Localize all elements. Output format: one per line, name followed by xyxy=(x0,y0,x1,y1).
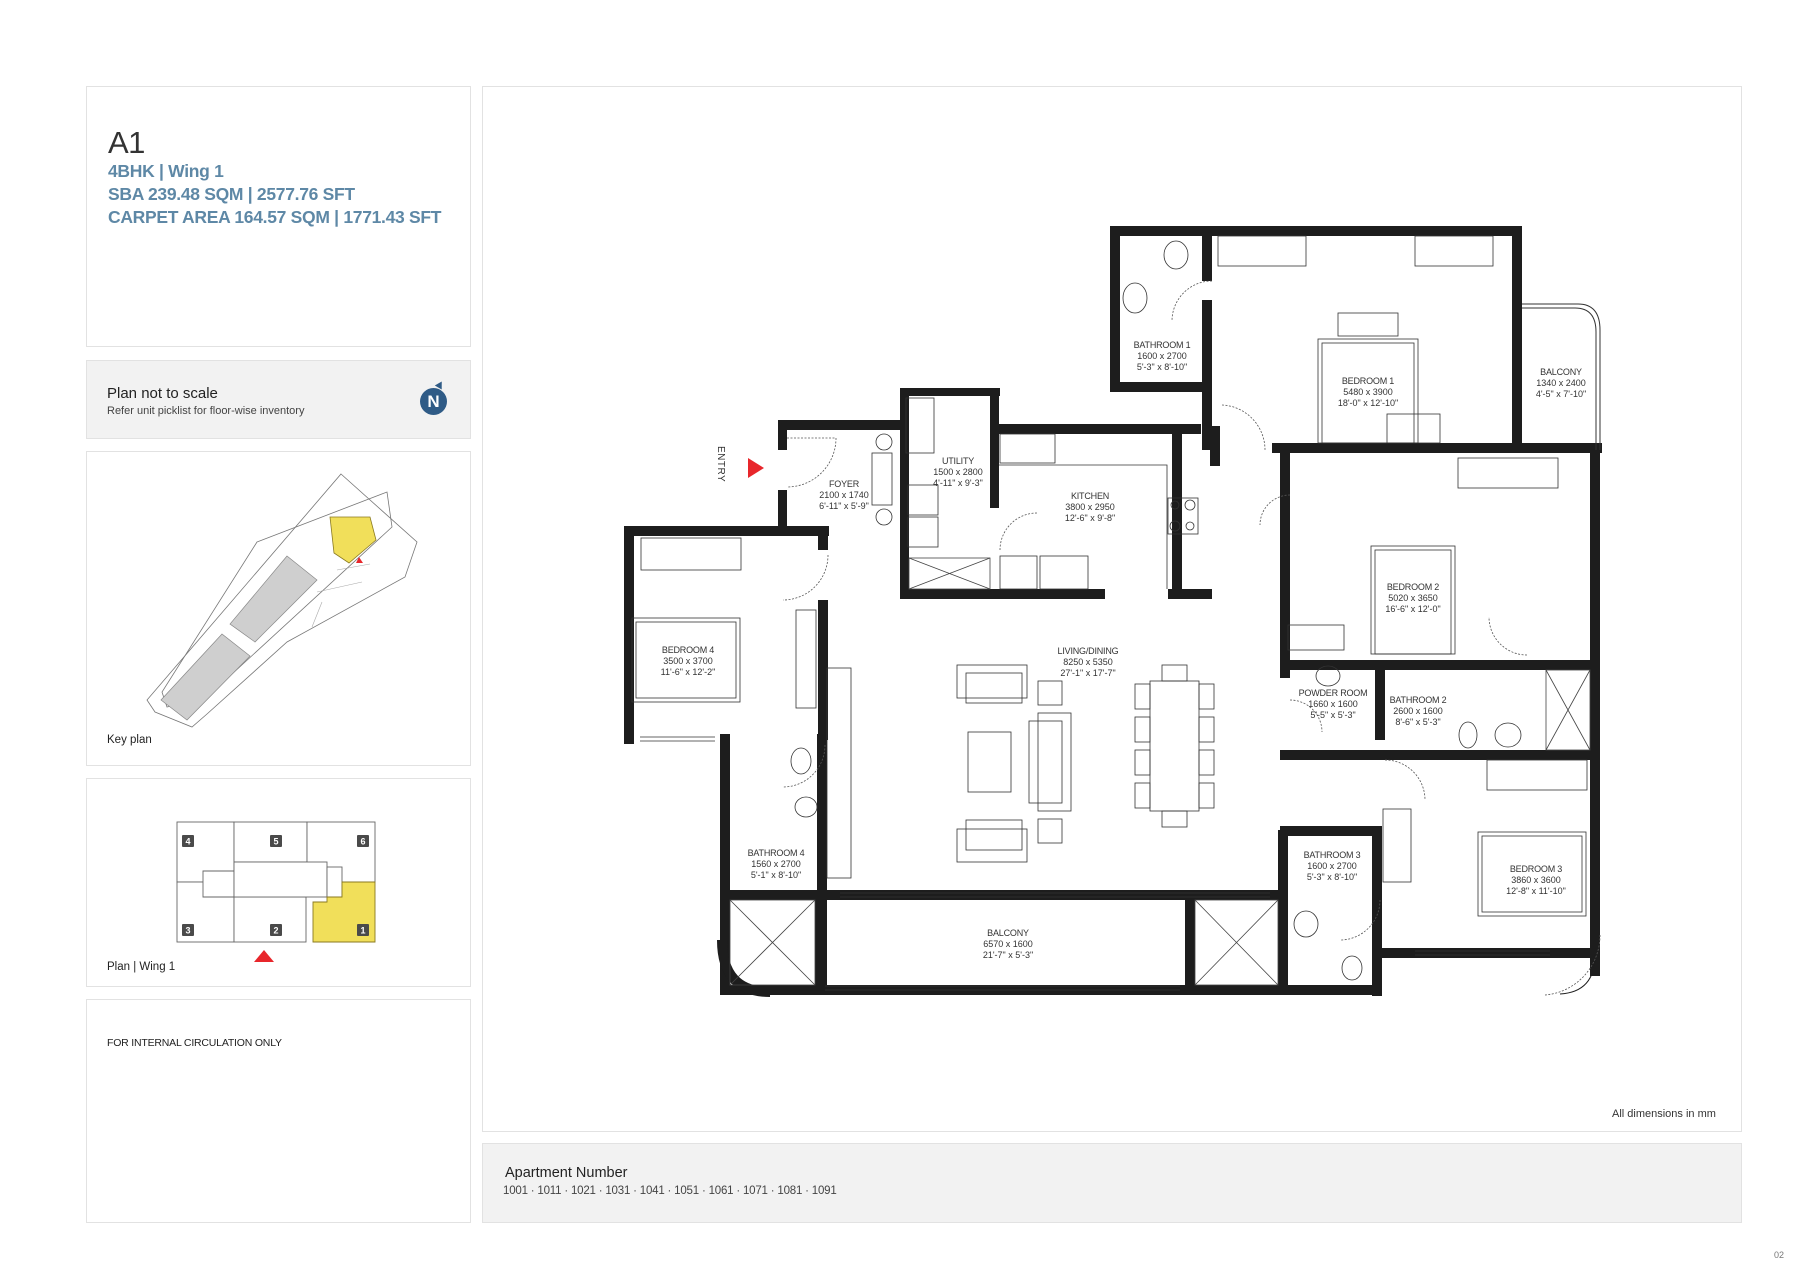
unit-code: A1 xyxy=(108,125,145,160)
svg-text:3: 3 xyxy=(185,926,190,936)
unit-info-panel: A1 4BHK | Wing 1 SBA 239.48 SQM | 2577.7… xyxy=(86,86,471,347)
north-compass-icon: N xyxy=(420,388,447,415)
entry-label: ENTRY xyxy=(715,446,726,483)
key-plan-panel: Key plan xyxy=(86,451,471,766)
key-plan-map xyxy=(146,473,418,728)
page-number: 02 xyxy=(1774,1250,1785,1260)
scale-subtitle: Refer unit picklist for floor-wise inven… xyxy=(107,405,305,417)
dimension-note: All dimensions in mm xyxy=(1612,1108,1716,1120)
wing-plan-panel: 4 5 6 3 2 1 Plan | Wing 1 xyxy=(86,778,471,987)
walls xyxy=(624,226,1602,996)
scale-title: Plan not to scale xyxy=(107,385,218,402)
svg-text:5: 5 xyxy=(273,837,278,847)
entry-marker-icon xyxy=(254,950,274,962)
svg-text:1: 1 xyxy=(360,926,365,936)
apartment-number-panel: Apartment Number 1001 · 1011 · 1021 · 10… xyxy=(482,1143,1742,1223)
highlighted-building xyxy=(329,516,377,564)
unit-sba: SBA 239.48 SQM | 2577.76 SFT xyxy=(108,184,355,204)
note-panel: FOR INTERNAL CIRCULATION ONLY xyxy=(86,999,471,1223)
key-plan-caption: Key plan xyxy=(107,734,152,746)
unit-type-wing: 4BHK | Wing 1 xyxy=(108,161,224,181)
wing-plan-caption: Plan | Wing 1 xyxy=(107,961,176,973)
apartment-number-list: 1001 · 1011 · 1021 · 1031 · 1041 · 1051 … xyxy=(503,1185,837,1197)
wing-plan-diagram: 4 5 6 3 2 1 xyxy=(176,821,376,962)
svg-text:4: 4 xyxy=(185,837,190,847)
svg-text:2: 2 xyxy=(273,926,278,936)
unit-carpet-area: CARPET AREA 164.57 SQM | 1771.43 SFT xyxy=(108,207,442,227)
internal-circulation-note: FOR INTERNAL CIRCULATION ONLY xyxy=(107,1037,282,1049)
svg-text:6: 6 xyxy=(360,837,365,847)
apartment-number-title: Apartment Number xyxy=(505,1165,628,1181)
scale-panel: Plan not to scale Refer unit picklist fo… xyxy=(86,360,471,439)
entry-arrow-icon xyxy=(748,458,764,478)
